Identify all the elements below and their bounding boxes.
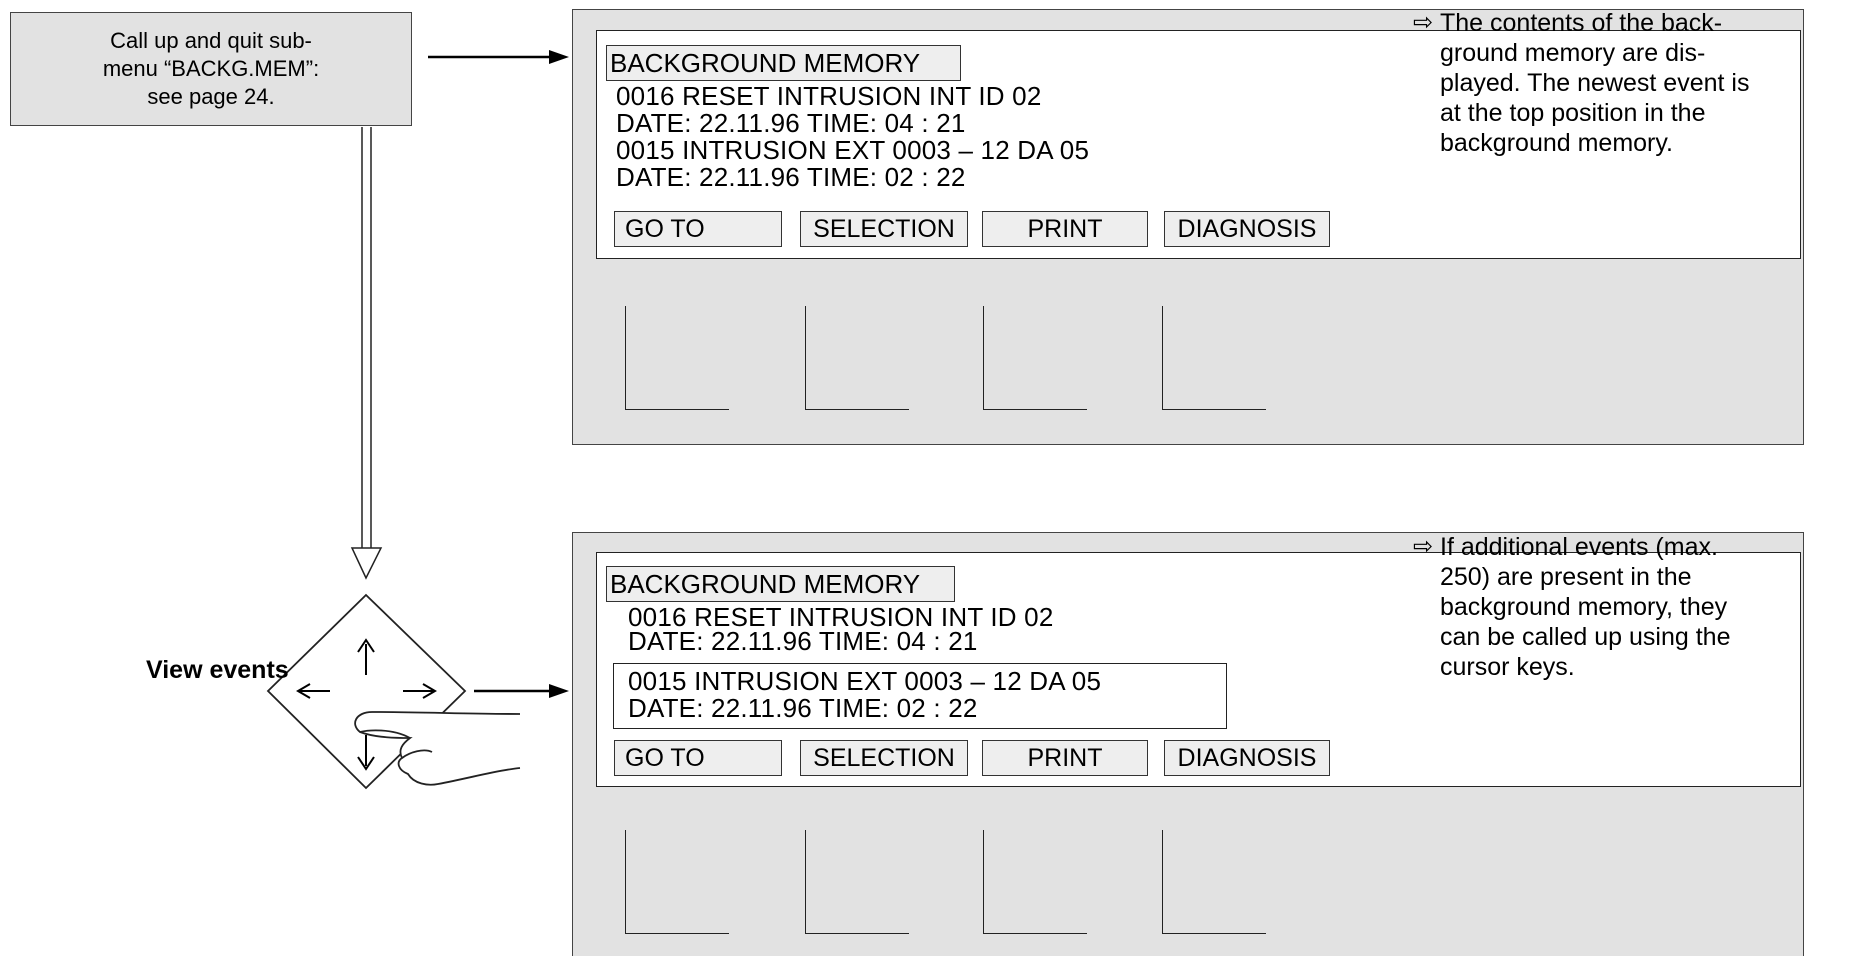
note1-arrow-icon: ⇨	[1413, 9, 1434, 36]
screen2-softkey-print[interactable]: PRINT	[982, 740, 1148, 776]
screen1-event1-date: DATE: 22.11.96 TIME: 04 : 21	[616, 108, 966, 138]
pressing-hand-icon	[354, 711, 521, 786]
note2-line: 250) are present in the	[1440, 563, 1692, 591]
screen2-function-key-1[interactable]	[625, 830, 729, 934]
note2-line: If additional events (max.	[1440, 533, 1718, 561]
screen2-function-key-2[interactable]	[805, 830, 909, 934]
screen2-title: BACKGROUND MEMORY	[606, 566, 955, 602]
screen2-event2-date: DATE: 22.11.96 TIME: 02 : 22	[628, 693, 978, 723]
note2-line: background memory, they	[1440, 593, 1728, 621]
note1-line: ground memory are dis-	[1440, 39, 1706, 67]
screen1-event1: 0016 RESET INTRUSION INT ID 02	[616, 81, 1042, 111]
arrow-to-screen1	[428, 50, 569, 64]
screen1-function-key-4[interactable]	[1162, 306, 1266, 410]
screen1-softkey-diagnosis[interactable]: DIAGNOSIS	[1164, 211, 1330, 247]
view-events-label: View events	[146, 656, 289, 684]
screen2-softkey-diagnosis[interactable]: DIAGNOSIS	[1164, 740, 1330, 776]
screen2-function-key-4[interactable]	[1162, 830, 1266, 934]
screen1-event2-date: DATE: 22.11.96 TIME: 02 : 22	[616, 162, 966, 192]
note1-line: The contents of the back-	[1440, 9, 1723, 37]
note1-line: played. The newest event is	[1440, 69, 1750, 97]
note2-line: can be called up using the	[1440, 623, 1731, 651]
screen1-function-key-2[interactable]	[805, 306, 909, 410]
step-line-2: menu “BACKG.MEM”:	[102, 56, 320, 81]
screen1-softkey-selection[interactable]: SELECTION	[800, 211, 968, 247]
screen1-softkey-print[interactable]: PRINT	[982, 211, 1148, 247]
flow-down-arrow	[350, 127, 383, 580]
step-line-1: Call up and quit sub-	[110, 28, 312, 53]
note-1: The contents of the back- ground memory …	[1440, 8, 1865, 158]
screen2-event1: 0016 RESET INTRUSION INT ID 02	[628, 602, 1054, 632]
screen2-function-key-3[interactable]	[983, 830, 1087, 934]
step-instruction-box: Call up and quit sub- menu “BACKG.MEM”: …	[10, 12, 412, 126]
screen1-event2: 0015 INTRUSION EXT 0003 – 12 DA 05	[616, 135, 1090, 165]
step-line-3: see page 24.	[147, 84, 275, 109]
screen1-title: BACKGROUND MEMORY	[606, 45, 961, 81]
screen1-function-key-3[interactable]	[983, 306, 1087, 410]
arrow-to-screen2	[474, 684, 569, 698]
note1-line: background memory.	[1440, 129, 1673, 157]
note-2: If additional events (max. 250) are pres…	[1440, 532, 1865, 682]
cursor-keypad-icon	[266, 593, 467, 790]
screen1-softkey-goto[interactable]: GO TO	[614, 211, 782, 247]
screen2-event1-date: DATE: 22.11.96 TIME: 04 : 21	[628, 626, 978, 656]
note2-arrow-icon: ⇨	[1413, 533, 1434, 560]
note2-line: cursor keys.	[1440, 653, 1575, 681]
screen2-softkey-selection[interactable]: SELECTION	[800, 740, 968, 776]
screen2-event2: 0015 INTRUSION EXT 0003 – 12 DA 05	[628, 666, 1102, 696]
screen2-softkey-goto[interactable]: GO TO	[614, 740, 782, 776]
note1-line: at the top position in the	[1440, 99, 1706, 127]
screen2-selected-event[interactable]	[613, 663, 1227, 729]
screen1-function-key-1[interactable]	[625, 306, 729, 410]
